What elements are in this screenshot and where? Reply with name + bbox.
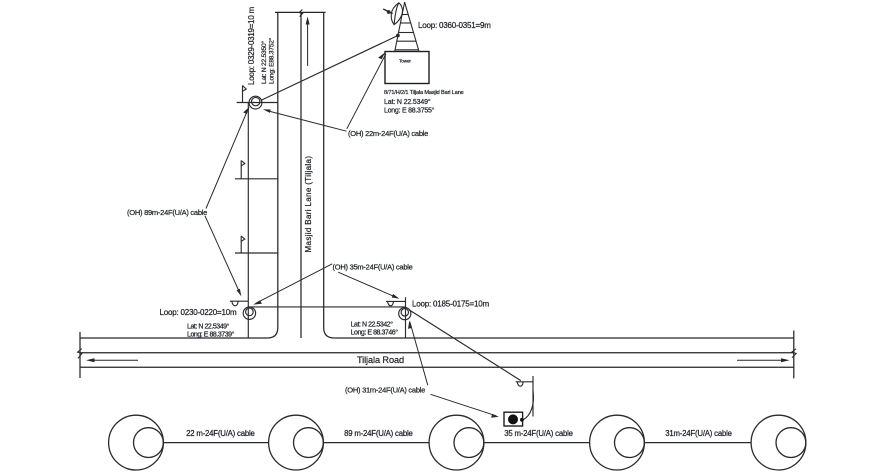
svg-text:8/71/H/2/1 Tiljala Masjid Bari: 8/71/H/2/1 Tiljala Masjid Bari Lane: [384, 90, 464, 96]
svg-text:Loop: 0230-0220=10m: Loop: 0230-0220=10m: [160, 308, 237, 317]
svg-text:Long: E 88.3755°: Long: E 88.3755°: [384, 106, 435, 114]
svg-text:Loop: 0329-0319=10 m: Loop: 0329-0319=10 m: [247, 6, 256, 85]
svg-text:Loop: 0360-0351=9m: Loop: 0360-0351=9m: [418, 21, 491, 30]
svg-text:22 m-24F(U/A) cable: 22 m-24F(U/A) cable: [186, 429, 255, 438]
svg-text:Lat: N 22.5349°: Lat: N 22.5349°: [384, 98, 431, 106]
svg-text:(OH) 31m-24F(U/A) cable: (OH) 31m-24F(U/A) cable: [345, 386, 425, 395]
svg-text:Tower: Tower: [399, 59, 411, 64]
svg-text:Lat: N 22.5350°: Lat: N 22.5350°: [260, 41, 268, 84]
svg-text:Lat: N 22.5349°: Lat: N 22.5349°: [187, 322, 230, 330]
svg-text:Loop: 0185-0175=10m: Loop: 0185-0175=10m: [412, 300, 489, 309]
svg-text:31m-24F(U/A) cable: 31m-24F(U/A) cable: [665, 429, 732, 438]
svg-text:Long: E 88.3739°: Long: E 88.3739°: [187, 330, 235, 338]
svg-text:(OH) 22m-24F(U/A) cable: (OH) 22m-24F(U/A) cable: [348, 129, 428, 138]
svg-text:(OH) 89m-24F(U/A) cable: (OH) 89m-24F(U/A) cable: [127, 208, 207, 217]
svg-text:Masjid Bari Lane (Tiljala): Masjid Bari Lane (Tiljala): [304, 156, 313, 253]
svg-text:(OH) 35m-24F(U/A) cable: (OH) 35m-24F(U/A) cable: [333, 262, 413, 271]
svg-text:Long: E88.3752°: Long: E88.3752°: [268, 37, 276, 84]
svg-text:35 m-24F(U/A) cable: 35 m-24F(U/A) cable: [504, 429, 573, 438]
svg-text:Lat: N 22.5342°: Lat: N 22.5342°: [351, 321, 394, 329]
svg-text:89 m-24F(U/A) cable: 89 m-24F(U/A) cable: [344, 429, 413, 438]
svg-text:Tiljala Road: Tiljala Road: [357, 355, 404, 365]
svg-text:Long: E 88.3746°: Long: E 88.3746°: [351, 329, 399, 337]
